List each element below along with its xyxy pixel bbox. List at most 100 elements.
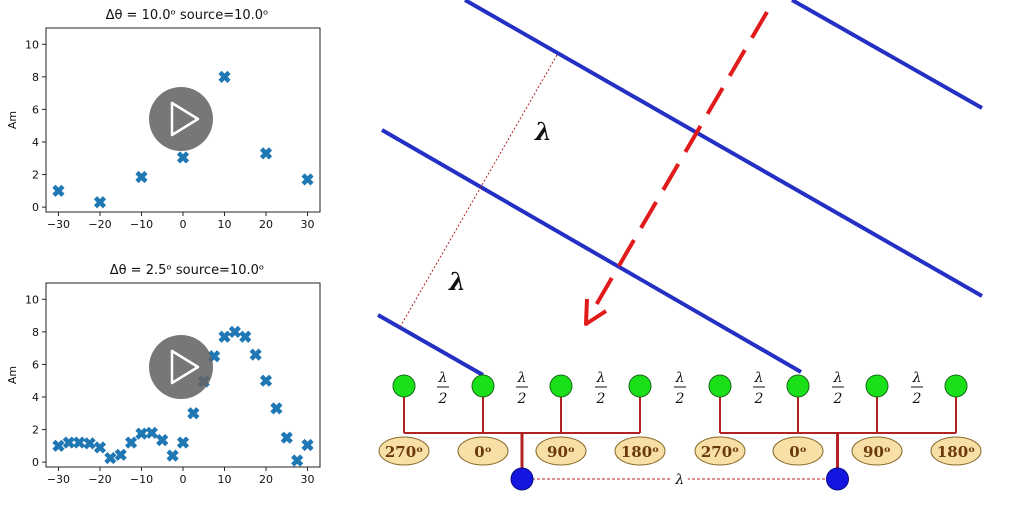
spacing-numerator: λ [596, 370, 606, 386]
phase-badge [535, 436, 587, 466]
data-point [239, 330, 252, 343]
x-tick-label: 0 [180, 218, 187, 231]
play-icon [170, 101, 200, 137]
phase-label: 90ᵒ [863, 443, 891, 461]
antenna-element [865, 374, 889, 398]
phase-badge [694, 436, 746, 466]
phase-label: 180ᵒ [937, 443, 975, 461]
data-point [259, 147, 273, 160]
data-point [93, 441, 107, 454]
phase-badge [930, 436, 982, 466]
play-button[interactable] [149, 87, 213, 151]
data-point [166, 449, 179, 462]
data-point [145, 426, 158, 439]
x-tick-label: 10 [218, 218, 232, 231]
phase-badge [614, 436, 666, 466]
phase-label: 270ᵒ [385, 443, 423, 461]
data-point [301, 173, 314, 186]
antenna-element [944, 374, 968, 398]
x-tick-label: −10 [130, 473, 153, 486]
antenna-element [471, 374, 495, 398]
x-tick-label: 30 [301, 218, 315, 231]
data-point [291, 454, 304, 467]
wavefront-line [380, 128, 803, 374]
data-point [73, 436, 86, 449]
wavelength-label: λ [534, 117, 552, 146]
data-point [52, 184, 65, 197]
y-axis-label: Am [6, 111, 19, 129]
wavefront-line [464, 0, 983, 298]
incoming-ray [590, 10, 769, 314]
data-point [218, 70, 231, 83]
spacing-denominator: 2 [438, 391, 448, 407]
data-point [93, 196, 107, 209]
data-point [52, 439, 65, 452]
antenna-element [786, 374, 810, 398]
antenna-element [628, 374, 652, 398]
data-point [301, 438, 314, 452]
spacing-denominator: 2 [517, 391, 527, 407]
data-point [125, 436, 138, 449]
data-point [114, 448, 127, 461]
data-point [135, 170, 148, 184]
data-point [62, 436, 75, 449]
plot-title: Δθ = 2.5ᵒ source=10.0ᵒ [110, 263, 265, 278]
data-point [187, 407, 200, 420]
wavefront-line [377, 313, 484, 377]
phase-label: 0ᵒ [474, 443, 491, 461]
y-tick-label: 8 [32, 326, 39, 339]
y-tick-label: 6 [32, 358, 39, 371]
data-point [104, 451, 117, 465]
y-tick-label: 2 [32, 169, 39, 182]
y-tick-label: 2 [32, 424, 39, 437]
y-tick-label: 4 [32, 136, 39, 149]
play-icon [170, 349, 200, 385]
y-axis-label: Am [6, 366, 19, 384]
y-tick-label: 6 [32, 103, 39, 116]
data-point [249, 348, 262, 361]
y-tick-label: 10 [25, 293, 39, 306]
antenna-element [549, 374, 573, 398]
spacing-denominator: 2 [912, 391, 922, 407]
data-point [218, 330, 231, 343]
source-node [510, 467, 534, 491]
y-tick-label: 0 [32, 201, 39, 214]
data-point [280, 431, 293, 444]
plot-title: Δθ = 10.0ᵒ source=10.0ᵒ [106, 8, 269, 23]
antenna-element [392, 374, 416, 398]
x-tick-label: 30 [301, 473, 315, 486]
play-button[interactable] [149, 335, 213, 399]
spacing-numerator: λ [675, 370, 685, 386]
x-tick-label: 10 [218, 473, 232, 486]
data-point [135, 427, 148, 440]
x-tick-label: −30 [47, 218, 70, 231]
spacing-denominator: 2 [754, 391, 764, 407]
spacing-numerator: λ [912, 370, 922, 386]
phase-label: 180ᵒ [621, 443, 659, 461]
wavelength-dimension-line [399, 54, 558, 328]
phase-badge [772, 436, 824, 466]
y-tick-label: 8 [32, 71, 39, 84]
x-tick-label: −20 [88, 218, 111, 231]
separation-label: λ [674, 472, 684, 488]
wavelength-label: λ [448, 267, 466, 296]
spacing-numerator: λ [754, 370, 764, 386]
phase-label: 90ᵒ [547, 443, 575, 461]
x-tick-label: −30 [47, 473, 70, 486]
phase-badge [378, 436, 430, 466]
y-tick-label: 10 [25, 38, 39, 51]
spacing-numerator: λ [833, 370, 843, 386]
x-tick-label: 20 [259, 473, 273, 486]
spacing-denominator: 2 [596, 391, 606, 407]
spacing-numerator: λ [517, 370, 527, 386]
data-point [228, 325, 241, 338]
spacing-denominator: 2 [833, 391, 843, 407]
phase-label: 0ᵒ [789, 443, 806, 461]
phase-label: 270ᵒ [701, 443, 739, 461]
y-tick-label: 4 [32, 391, 39, 404]
